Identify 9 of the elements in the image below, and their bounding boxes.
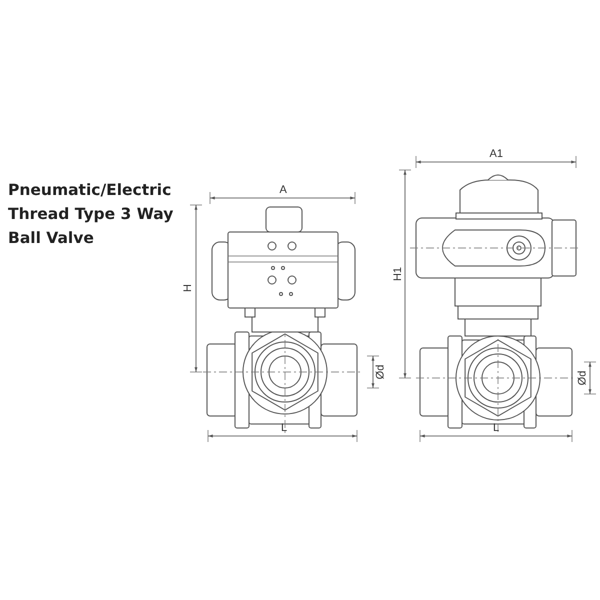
dimension-label: L	[493, 422, 500, 434]
dimension-label: Ød	[374, 364, 386, 380]
dimension-label: A1	[490, 148, 503, 160]
dimension-label: L	[281, 422, 288, 434]
dimension-label: H	[182, 284, 194, 292]
title: Pneumatic/Electric Thread Type 3 Way Ball Valve	[8, 180, 174, 249]
dimension-label: Ød	[576, 370, 588, 386]
dimension-label: A	[280, 184, 287, 196]
dimension-label: H1	[392, 266, 404, 282]
